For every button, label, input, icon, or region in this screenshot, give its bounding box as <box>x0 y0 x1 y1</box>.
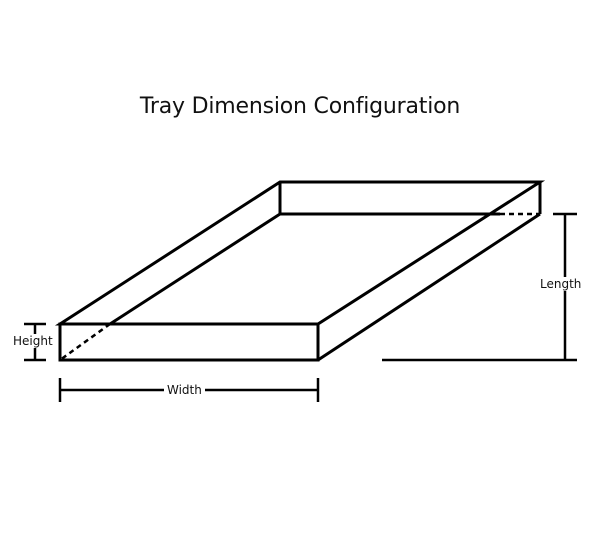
tray-hidden-front-edge <box>59 322 111 362</box>
tray-right-bottom-edge <box>317 212 541 362</box>
tray-top-rim <box>54 180 546 326</box>
tray-front-face <box>58 322 320 362</box>
length-label: Length <box>540 277 582 291</box>
diagram-title: Tray Dimension Configuration <box>139 94 461 119</box>
width-label: Width <box>164 383 205 397</box>
tray-inner-left-edge <box>109 212 281 326</box>
height-label: Height <box>13 334 53 348</box>
